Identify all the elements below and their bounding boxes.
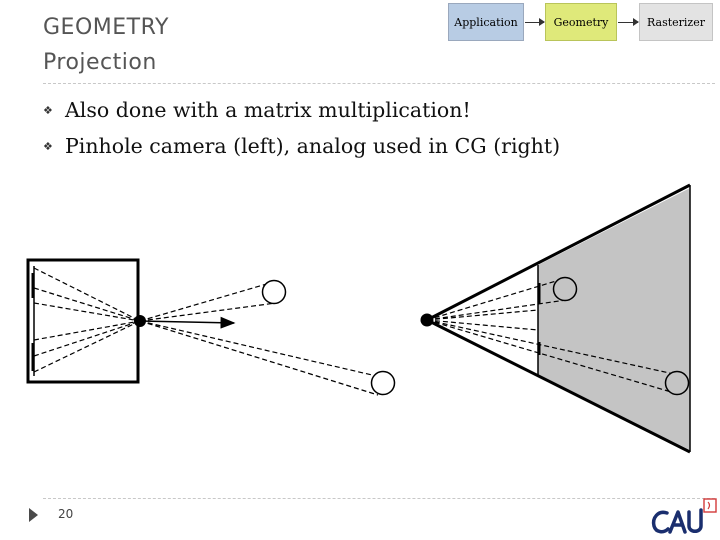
university-logo-icon [651, 498, 717, 534]
pipeline-stage-rasterizer: Rasterizer [639, 3, 713, 41]
slide-title: GEOMETRY Projection [43, 10, 169, 80]
cg-camera-diagram [420, 183, 691, 454]
scene-object-circle [552, 276, 578, 302]
footer-triangle-icon [29, 508, 38, 522]
scene-object-circle [664, 370, 690, 396]
bullet-text: Also done with a matrix multiplication! [65, 98, 471, 122]
footer-divider [43, 498, 715, 499]
arrow-icon [525, 18, 545, 26]
pipeline-stage-geometry: Geometry [545, 3, 617, 41]
header-divider [43, 83, 715, 84]
bullet-item: ❖ Also done with a matrix multiplication… [43, 92, 683, 128]
projection-rays [426, 277, 679, 395]
arrow-icon [618, 18, 639, 26]
pinhole-camera-diagram [26, 258, 396, 396]
view-frustum-shaded [538, 188, 690, 450]
slide-title-line1: GEOMETRY [43, 15, 169, 40]
bullet-text: Pinhole camera (left), analog used in CG… [65, 134, 561, 158]
frustum-edge [426, 183, 691, 322]
bullet-item: ❖ Pinhole camera (left), analog used in … [43, 128, 683, 164]
eye-point [420, 313, 434, 327]
bullet-icon: ❖ [43, 103, 53, 117]
pipeline-diagram: Application Geometry Rasterizer [0, 3, 720, 43]
pipeline-stage-application: Application [448, 3, 524, 41]
projection-figure [26, 183, 691, 454]
bullet-list: ❖ Also done with a matrix multiplication… [43, 92, 683, 164]
scene-object-circle [261, 279, 287, 305]
projection-rays [33, 267, 379, 396]
scene-object-circle [370, 370, 396, 396]
slide-title-line2: Projection [43, 50, 157, 75]
page-number: 20 [58, 507, 74, 521]
bullet-icon: ❖ [43, 139, 53, 153]
camera-box [26, 258, 140, 384]
frustum-edge [426, 318, 691, 454]
pinhole-point [134, 315, 146, 327]
view-direction-arrow [139, 316, 236, 329]
